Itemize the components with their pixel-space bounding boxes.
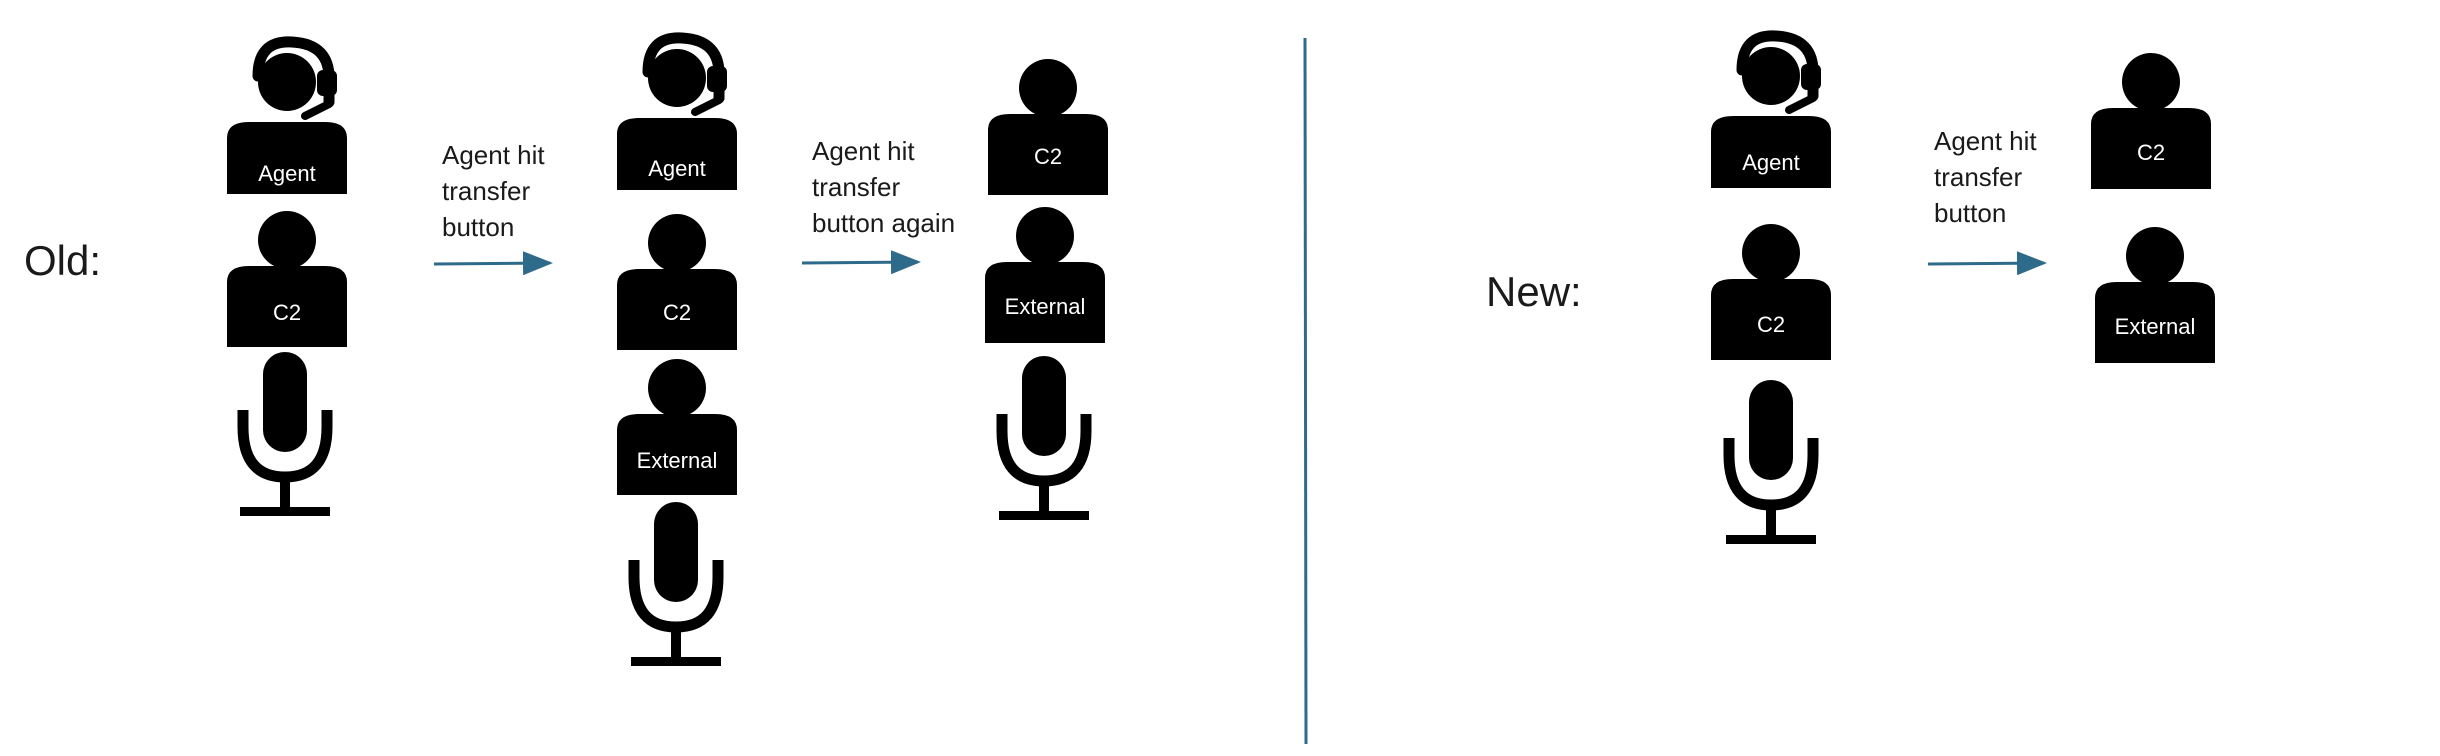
person-icon xyxy=(988,59,1108,195)
new-action1: Agent hit transfer button xyxy=(1927,126,2047,276)
old-step2-agent-label: Agent xyxy=(648,156,706,181)
old-action1: Agent hit transfer button xyxy=(433,140,553,276)
person-icon xyxy=(1711,224,1831,360)
new-step2-stack: C2 External xyxy=(2091,53,2215,363)
old-transfer-arrow-1 xyxy=(433,251,553,276)
microphone-icon xyxy=(631,502,721,666)
microphone-icon xyxy=(999,356,1089,520)
new-step1-c2-label: C2 xyxy=(1757,312,1785,337)
old-label: Old: xyxy=(24,237,101,284)
person-icon xyxy=(2095,227,2215,363)
section-divider xyxy=(1303,37,1308,745)
old-action2-line2: transfer xyxy=(812,172,900,202)
old-step1-stack: Agent C2 xyxy=(227,42,347,516)
old-step2-stack: Agent C2 External xyxy=(617,38,737,666)
new-transfer-arrow xyxy=(1927,251,2047,276)
old-action1-line1: Agent hit xyxy=(442,140,545,170)
new-action1-line1: Agent hit xyxy=(1934,126,2037,156)
person-icon xyxy=(227,211,347,347)
old-step2-c2-label: C2 xyxy=(663,300,691,325)
old-action2: Agent hit transfer button again xyxy=(801,136,955,275)
old-transfer-arrow-2 xyxy=(801,250,921,275)
person-icon xyxy=(617,359,737,495)
microphone-icon xyxy=(240,352,330,516)
old-action1-line3: button xyxy=(442,212,514,242)
microphone-icon xyxy=(1726,380,1816,544)
new-step1-agent-label: Agent xyxy=(1742,150,1800,175)
person-icon xyxy=(985,207,1105,343)
old-step3-c2-label: C2 xyxy=(1034,144,1062,169)
old-step1-agent-label: Agent xyxy=(258,161,316,186)
new-step2-c2-label: C2 xyxy=(2137,140,2165,165)
old-step2-external-label: External xyxy=(637,448,718,473)
old-action2-line1: Agent hit xyxy=(812,136,915,166)
old-step3-external-label: External xyxy=(1005,294,1086,319)
new-label: New: xyxy=(1486,268,1582,315)
old-action2-line3: button again xyxy=(812,208,955,238)
new-action1-line2: transfer xyxy=(1934,162,2022,192)
old-step1-c2-label: C2 xyxy=(273,300,301,325)
old-action1-line2: transfer xyxy=(442,176,530,206)
new-action1-line3: button xyxy=(1934,198,2006,228)
new-step2-external-label: External xyxy=(2115,314,2196,339)
person-icon xyxy=(2091,53,2211,189)
new-step1-stack: Agent C2 xyxy=(1711,36,1831,544)
old-step3-stack: C2 External xyxy=(985,59,1108,520)
person-icon xyxy=(617,214,737,350)
